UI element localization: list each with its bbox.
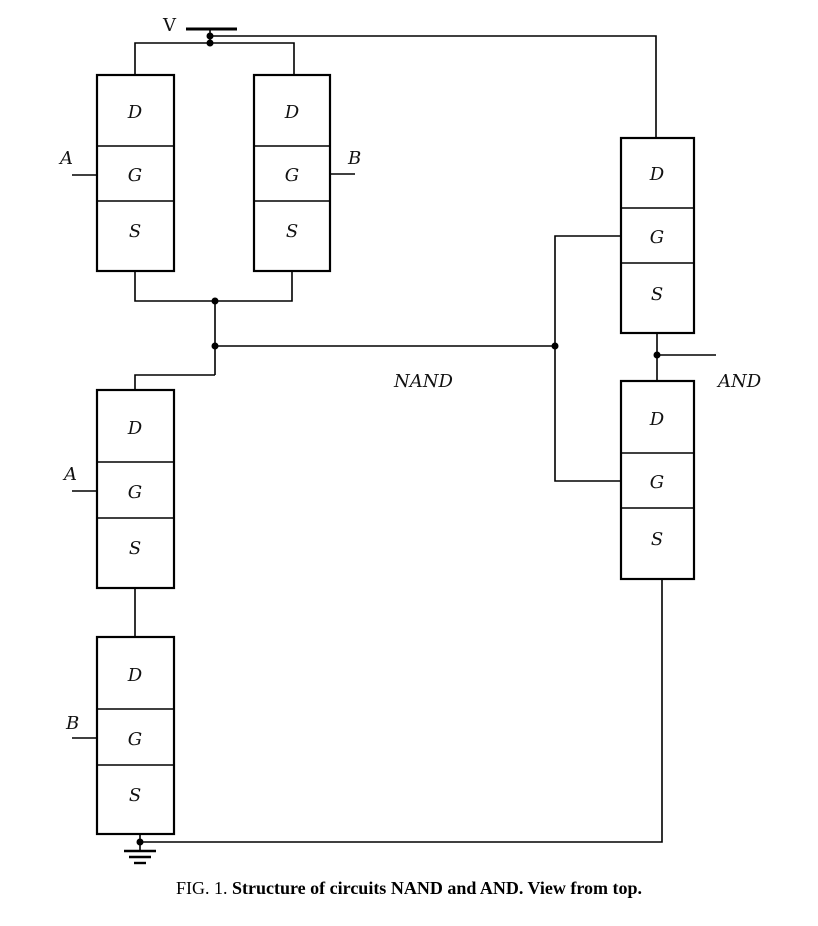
caption-title: Structure of circuits NAND and AND. View…: [232, 878, 642, 898]
supply-to-left-drains-wire: [134, 42, 295, 75]
drain-label: D: [649, 164, 665, 185]
junction-parallel: [211, 297, 219, 305]
gate-label: G: [128, 482, 142, 503]
nand-to-lower-gate-wire: [554, 346, 621, 482]
gate-label: G: [128, 729, 142, 750]
drain-label: D: [649, 409, 665, 430]
transistor-top-left: D G S: [95, 73, 176, 273]
junction-nand: [211, 342, 219, 350]
input-a-top-label: A: [58, 148, 73, 169]
and-label: AND: [716, 371, 762, 392]
caption-prefix: FIG. 1.: [176, 878, 228, 898]
gate-label: G: [285, 165, 299, 186]
source-label: S: [129, 221, 141, 242]
drain-label: D: [127, 102, 143, 123]
circuit-diagram: D G S D G S D G S D G S D G S: [58, 15, 762, 865]
nand-to-series-drain-wire: [134, 374, 215, 390]
transistor-right-upper: D G S: [619, 136, 696, 335]
gate-label: G: [650, 472, 664, 493]
figure-caption: FIG. 1. Structure of circuits NAND and A…: [0, 878, 818, 899]
supply-label: V: [162, 15, 177, 36]
parallel-sources-wire: [134, 271, 293, 302]
junctions: [136, 32, 661, 846]
gate-label: G: [128, 165, 142, 186]
nand-to-upper-gate-wire: [554, 235, 621, 346]
source-label: S: [286, 221, 298, 242]
source-label: S: [651, 284, 663, 305]
drain-label: D: [284, 102, 300, 123]
junction-supply-2: [206, 39, 214, 47]
junction-supply-1: [206, 32, 214, 40]
drain-label: D: [127, 418, 143, 439]
transistor-bottom-left: D G S: [95, 635, 176, 836]
source-label: S: [651, 529, 663, 550]
nand-label: NAND: [393, 371, 453, 392]
source-label: S: [129, 538, 141, 559]
transistor-right-lower: D G S: [619, 379, 696, 581]
ground-return-wire: [140, 579, 663, 843]
gate-label: G: [650, 227, 664, 248]
junction-nand-gates: [551, 342, 559, 350]
transistor-top-middle: D G S: [252, 73, 332, 273]
input-b-top-label: B: [347, 148, 361, 169]
junction-and: [653, 351, 661, 359]
junction-ground: [136, 838, 144, 846]
input-a-bottom-label: A: [62, 464, 77, 485]
supply-to-top-right-wire: [210, 35, 657, 138]
input-b-bottom-label: B: [65, 713, 79, 734]
drain-label: D: [127, 665, 143, 686]
transistor-middle-left: D G S: [95, 388, 176, 590]
source-label: S: [129, 785, 141, 806]
